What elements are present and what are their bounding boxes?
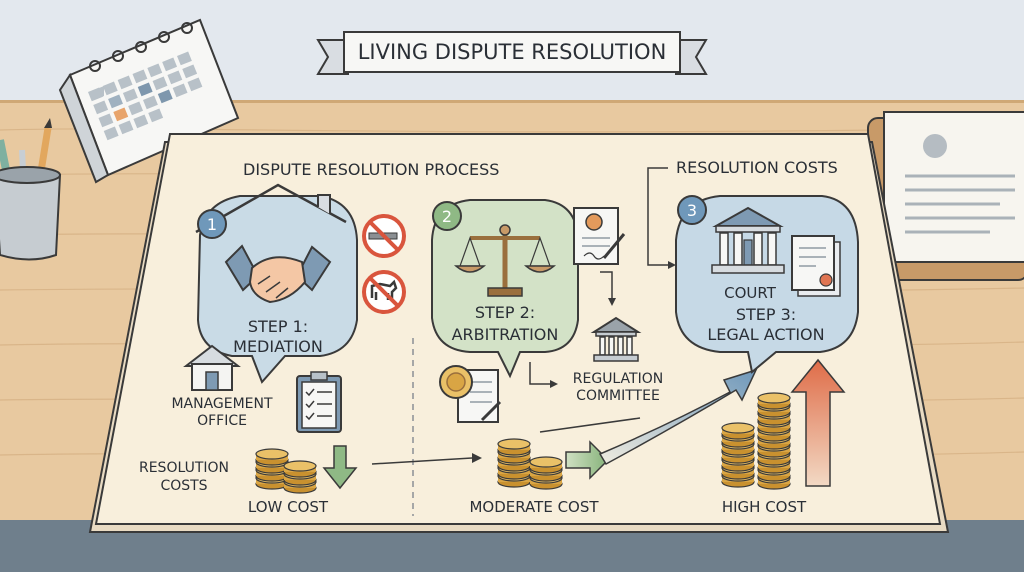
step-2-label-line2: ARBITRATION [452, 325, 559, 344]
regulation-committee-line2: COMMITTEE [576, 388, 660, 404]
seal-document-icon [439, 365, 502, 423]
document-clipboard-icon [867, 111, 1024, 281]
costs-bracket-arrowhead [668, 261, 676, 269]
right-arrow-icon [565, 440, 610, 480]
costs-heading: RESOLUTION COSTS [676, 158, 838, 177]
step-1-label-line1: STEP 1: [248, 317, 308, 336]
document-to-committee-arrow [600, 271, 616, 306]
scales-icon [453, 224, 557, 297]
down-arrow-icon [322, 445, 358, 490]
management-office-line1: MANAGEMENT [171, 396, 273, 412]
management-office-line2: OFFICE [197, 413, 247, 429]
costs-bracket [647, 167, 668, 266]
no-dogs-icon [362, 270, 406, 314]
cost-level-low: LOW COST [248, 498, 329, 516]
courthouse-icon [711, 206, 785, 274]
process-heading: DISPUTE RESOLUTION PROCESS [243, 160, 499, 179]
pencil-cup-icon [0, 118, 62, 261]
up-arrow-icon [790, 358, 846, 487]
step-3-number-badge: 3 [677, 195, 707, 225]
step-1-label-line2: MEDIATION [233, 337, 323, 356]
building-icon [590, 316, 642, 362]
svg-text:2: 2 [442, 207, 452, 226]
title-banner: LIVING DISPUTE RESOLUTION [316, 31, 708, 75]
moderate-to-high-line [539, 417, 641, 433]
no-smoking-icon [362, 214, 406, 258]
step-3-label-line2: LEGAL ACTION [707, 325, 824, 344]
regulation-committee-line1: REGULATION [573, 371, 663, 387]
escalation-arrow [598, 368, 758, 466]
step-2-number-badge: 2 [432, 201, 462, 231]
handshake-icon [224, 244, 332, 304]
clipboard-checklist-icon [296, 371, 342, 433]
resolution-costs-line2: COSTS [160, 478, 207, 494]
cost-level-high: HIGH COST [722, 498, 807, 516]
low-to-moderate-arrow [371, 453, 482, 465]
bubble-to-committee-arrow [529, 362, 558, 388]
step-3-label-line1: STEP 3: [736, 305, 796, 324]
court-label: COURT [724, 284, 777, 302]
resolution-costs-line1: RESOLUTION [139, 460, 229, 476]
svg-text:1: 1 [207, 215, 217, 234]
signed-document-icon [573, 207, 626, 265]
house-icon [183, 344, 241, 391]
cost-level-moderate: MODERATE COST [469, 498, 599, 516]
banner-title: LIVING DISPUTE RESOLUTION [358, 40, 667, 64]
step-2-label-line1: STEP 2: [475, 303, 535, 322]
step-1-number-badge: 1 [197, 209, 227, 239]
legal-documents-icon [791, 235, 841, 297]
svg-text:3: 3 [687, 201, 697, 220]
